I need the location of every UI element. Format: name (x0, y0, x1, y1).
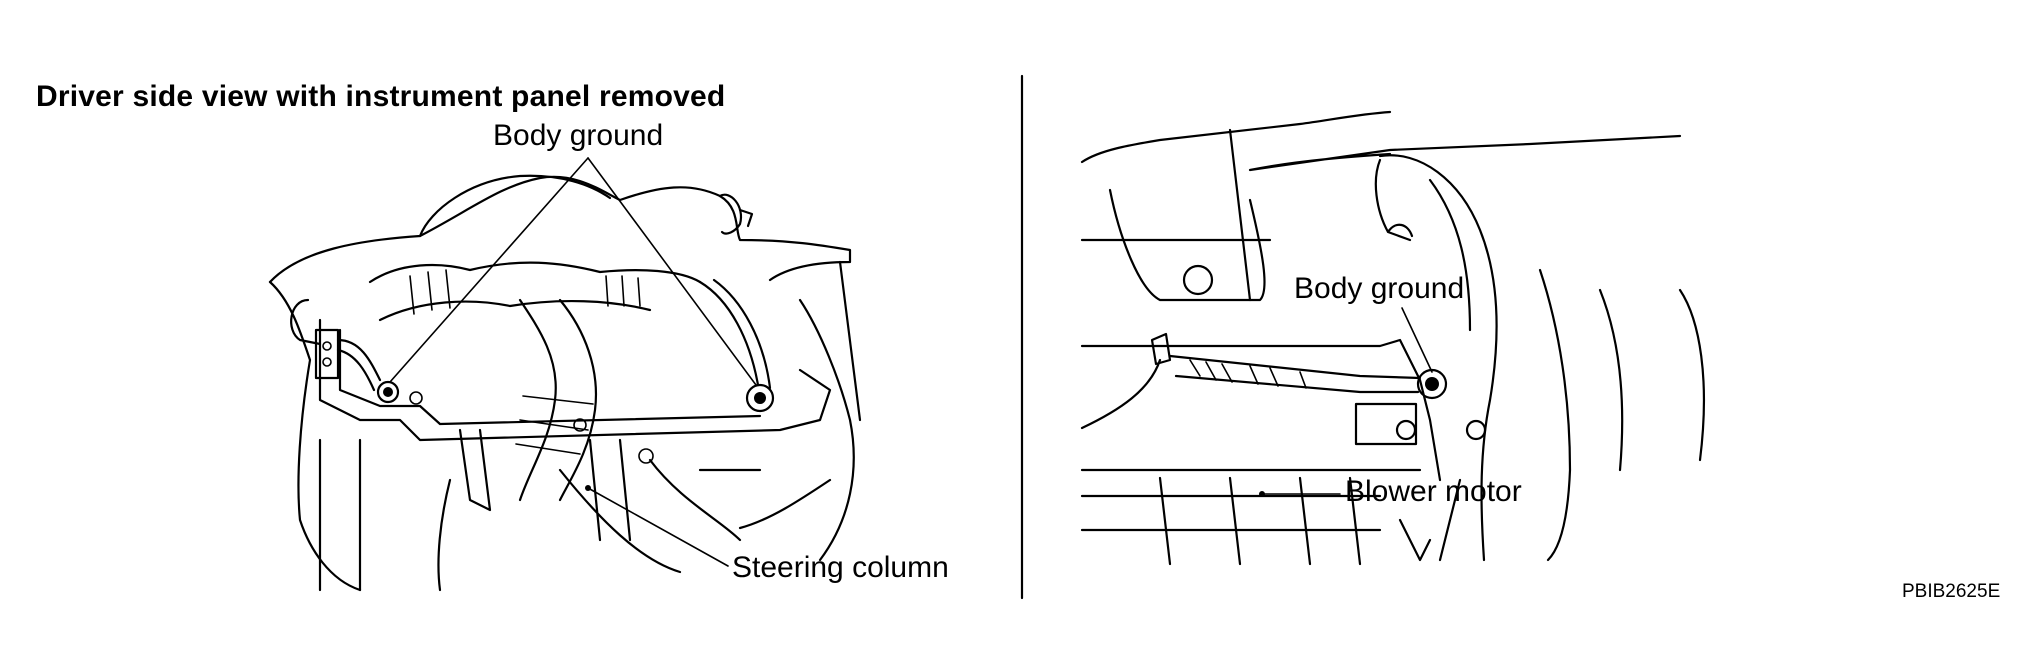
right-upper-bolt (1182, 264, 1214, 296)
callout-blower-motor: Blower motor (1345, 475, 1522, 508)
right-ground-bolt (1416, 368, 1448, 400)
figure-reference-code: PBIB2625E (1902, 581, 2001, 602)
left-harness-lower (378, 299, 652, 322)
right-hose (1378, 154, 1498, 562)
left-steering-leader (587, 487, 729, 567)
left-ground-strap (698, 278, 772, 390)
right-ground-bolt-center (1425, 377, 1439, 391)
left-lower-tube (437, 428, 492, 592)
right-ground-strap (1168, 354, 1422, 394)
left-ground-bolt-2 (745, 383, 775, 413)
right-strap-clamp (1150, 332, 1172, 366)
right-housing-top (1080, 338, 1442, 482)
right-upper-frame (1228, 128, 1682, 302)
left-harness-ribs (409, 269, 641, 315)
left-steering-leader-dot (585, 485, 591, 491)
right-illustration (1080, 110, 1706, 566)
left-ground-bolt-2-center (754, 392, 766, 404)
left-harness-upper (368, 261, 702, 284)
left-top-bulge (418, 174, 612, 238)
left-illustration (268, 157, 862, 592)
left-hole-3 (409, 391, 423, 405)
callout-body-ground-right: Body ground (1294, 272, 1465, 305)
left-ground-bolt-1 (376, 380, 400, 404)
left-clip-top (718, 193, 743, 235)
right-upper-recess (1108, 188, 1266, 302)
right-strap-clip (1374, 158, 1414, 242)
left-steering-column (558, 438, 742, 574)
right-lower-right (1538, 268, 1706, 562)
right-housing-curve (1080, 358, 1162, 430)
right-mount-plate (1354, 402, 1418, 446)
left-wires-to-ground (336, 338, 382, 392)
right-strap-ribbing (1189, 359, 1307, 389)
left-hole-2 (638, 448, 654, 464)
left-left-outer (268, 280, 362, 592)
right-body-ground-leader (1401, 307, 1433, 373)
left-connector-hole-1 (322, 341, 332, 351)
right-blower-leader-dot (1259, 491, 1265, 497)
left-ground-bolt-1-center (383, 387, 393, 397)
right-side-bolt (1465, 419, 1487, 441)
left-body-ground-leader-1 (389, 157, 589, 383)
left-left-clip (290, 298, 322, 346)
left-connector-hole-2 (322, 357, 332, 367)
left-connector (314, 328, 340, 380)
callout-body-ground-left: Body ground (493, 119, 664, 152)
right-housing-verticals (1158, 476, 1362, 566)
left-bracket (318, 318, 832, 442)
figure-heading: Driver side view with instrument panel r… (36, 80, 726, 113)
left-bottom-lines (318, 438, 832, 592)
left-upper-outline (268, 175, 852, 284)
left-clip-tab (738, 208, 754, 228)
left-body-ground-leader-2 (587, 157, 757, 386)
callout-steering-column: Steering column (732, 551, 949, 584)
right-mount-bolt (1395, 419, 1417, 441)
right-lower-bracket (1398, 478, 1462, 562)
left-hole-1 (573, 418, 587, 432)
left-bracket-inner (338, 328, 762, 426)
left-right-structure (798, 260, 862, 562)
